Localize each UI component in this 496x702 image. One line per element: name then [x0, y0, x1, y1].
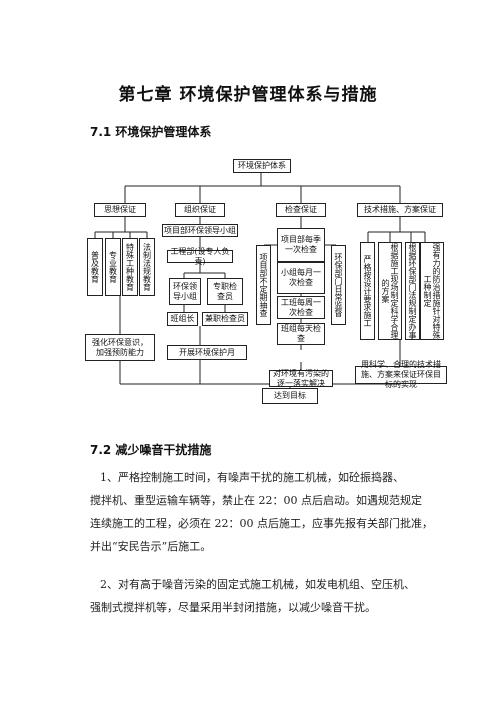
- tech-item: 根据施工现场制定科学合理的方案: [378, 242, 402, 340]
- check-item: 工班每周一次检查: [277, 296, 325, 319]
- ideology-item: 专业教育: [105, 238, 121, 296]
- goal-node: 达到目标: [262, 388, 318, 404]
- ideology-result: 强化环保意识，加强预防能力: [85, 334, 155, 361]
- tech-result: 用科学、合理的技术措施、方案来保证环保目标的实现: [355, 360, 447, 389]
- check-item: 小组每月一次检查: [277, 262, 325, 294]
- check-item: 班组每天检查: [277, 323, 325, 345]
- ideology-item: 特殊工种教育: [122, 238, 138, 296]
- branch-ideology: 思想保证: [94, 203, 146, 217]
- paragraph-line: 2、对有高于噪音污染的固定式施工机械，如发电机组、空压机、: [100, 578, 415, 591]
- section-heading-7-2: 7.2 减少噪音干扰措施: [90, 443, 212, 457]
- ideology-item: 普及教育: [87, 238, 103, 296]
- chapter-title: 第七章 环境保护管理体系与措施: [118, 85, 378, 105]
- branch-organization: 组织保证: [175, 203, 225, 217]
- org-team-leader: 班组长: [167, 312, 198, 326]
- org-leader: 项目部环保领导小组: [162, 224, 238, 237]
- check-left: 项目部不定期抽查: [256, 245, 271, 325]
- org-group: 环保领导小组: [169, 278, 201, 305]
- section-heading-7-1: 7.1 环境保护管理体系: [90, 125, 212, 139]
- paragraph-line: 并出“安民告示”后施工。: [90, 540, 212, 553]
- paragraph-2: 2、对有高于噪音污染的固定式施工机械，如发电机组、空压机、 强制式搅拌机等，尽量…: [90, 573, 460, 619]
- tech-item: 强有力的防治措施针对特殊工种制定: [420, 242, 444, 340]
- check-right: 环保部门日常监督: [331, 245, 346, 325]
- org-dept: 工程部(设专人负责): [167, 247, 233, 266]
- branch-technical: 技术措施、方案保证: [357, 203, 443, 217]
- paragraph-1: 1、严格控制施工时间，有噪声干扰的施工机械，如砼振捣器、 搅拌机、重型运输车辆等…: [90, 466, 460, 558]
- tech-item: 严格按设计要求施工: [360, 242, 375, 340]
- paragraph-line: 连续施工的工程，必须在 22：00 点后施工，应事先报有关部门批准，: [90, 517, 433, 530]
- org-part-inspector: 兼职检查员: [202, 312, 248, 326]
- check-result: 对环境有污染的逐一落实解决: [269, 369, 333, 388]
- branch-inspection: 检查保证: [276, 203, 326, 217]
- paragraph-line: 1、严格控制施工时间，有噪声干扰的施工机械，如砼振捣器、: [100, 471, 404, 484]
- tech-item: 根据环保部门法规制定办事: [405, 242, 420, 340]
- org-inspector: 专职检查员: [207, 278, 243, 305]
- root-node: 环境保护体系: [233, 159, 291, 173]
- paragraph-line: 搅拌机、重型运输车辆等，禁止在 22：00 点后启动。如遇规范规定: [90, 494, 422, 507]
- ideology-item: 法制法规教育: [139, 238, 155, 296]
- org-result: 开展环境保护月: [167, 345, 247, 360]
- paragraph-line: 强制式搅拌机等，尽量采用半封闭措施，以减少噪音干扰。: [90, 601, 376, 614]
- check-item: 项目部每季一次检查: [277, 228, 325, 262]
